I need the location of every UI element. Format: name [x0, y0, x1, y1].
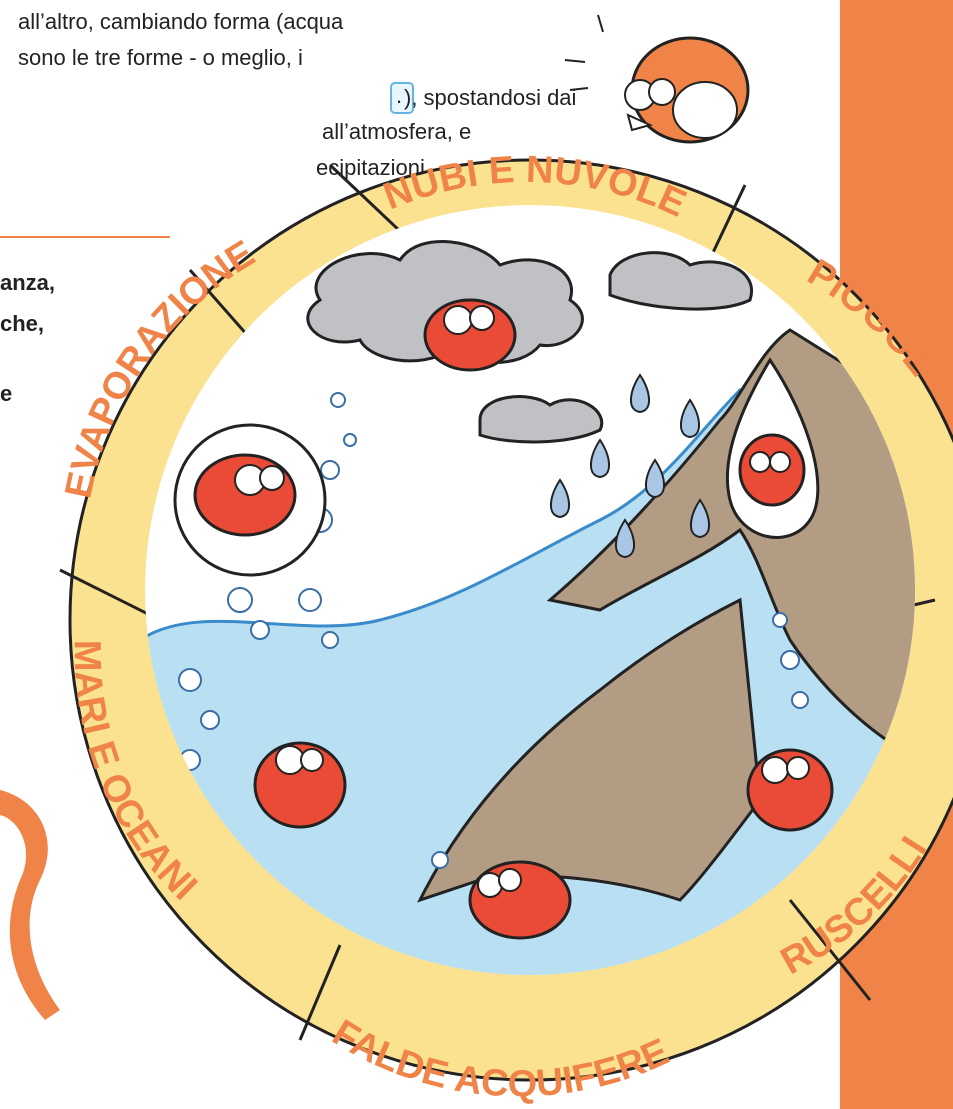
decorative-swoosh [0, 790, 60, 1020]
bird-icon [565, 15, 748, 142]
